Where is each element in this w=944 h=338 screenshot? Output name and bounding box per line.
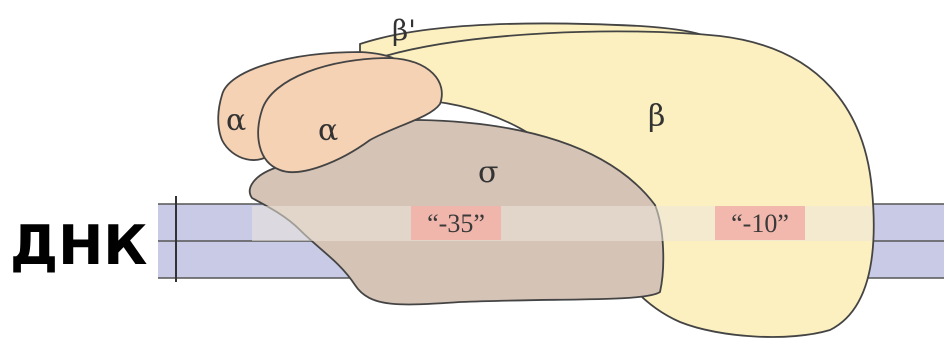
promoter-minus-10: “-10” <box>715 206 805 240</box>
dna-label: ДНК <box>10 214 147 277</box>
promoter-minus-35-label: “-35” <box>427 209 485 238</box>
beta-prime-label: β' <box>392 14 416 47</box>
promoter-minus-35: “-35” <box>411 206 501 240</box>
beta-label: β <box>648 99 665 134</box>
sigma-label: σ <box>478 155 498 190</box>
alpha-front-label: α <box>318 113 338 148</box>
alpha-rear-label: α <box>226 103 246 138</box>
promoter-minus-10-label: “-10” <box>731 209 789 238</box>
